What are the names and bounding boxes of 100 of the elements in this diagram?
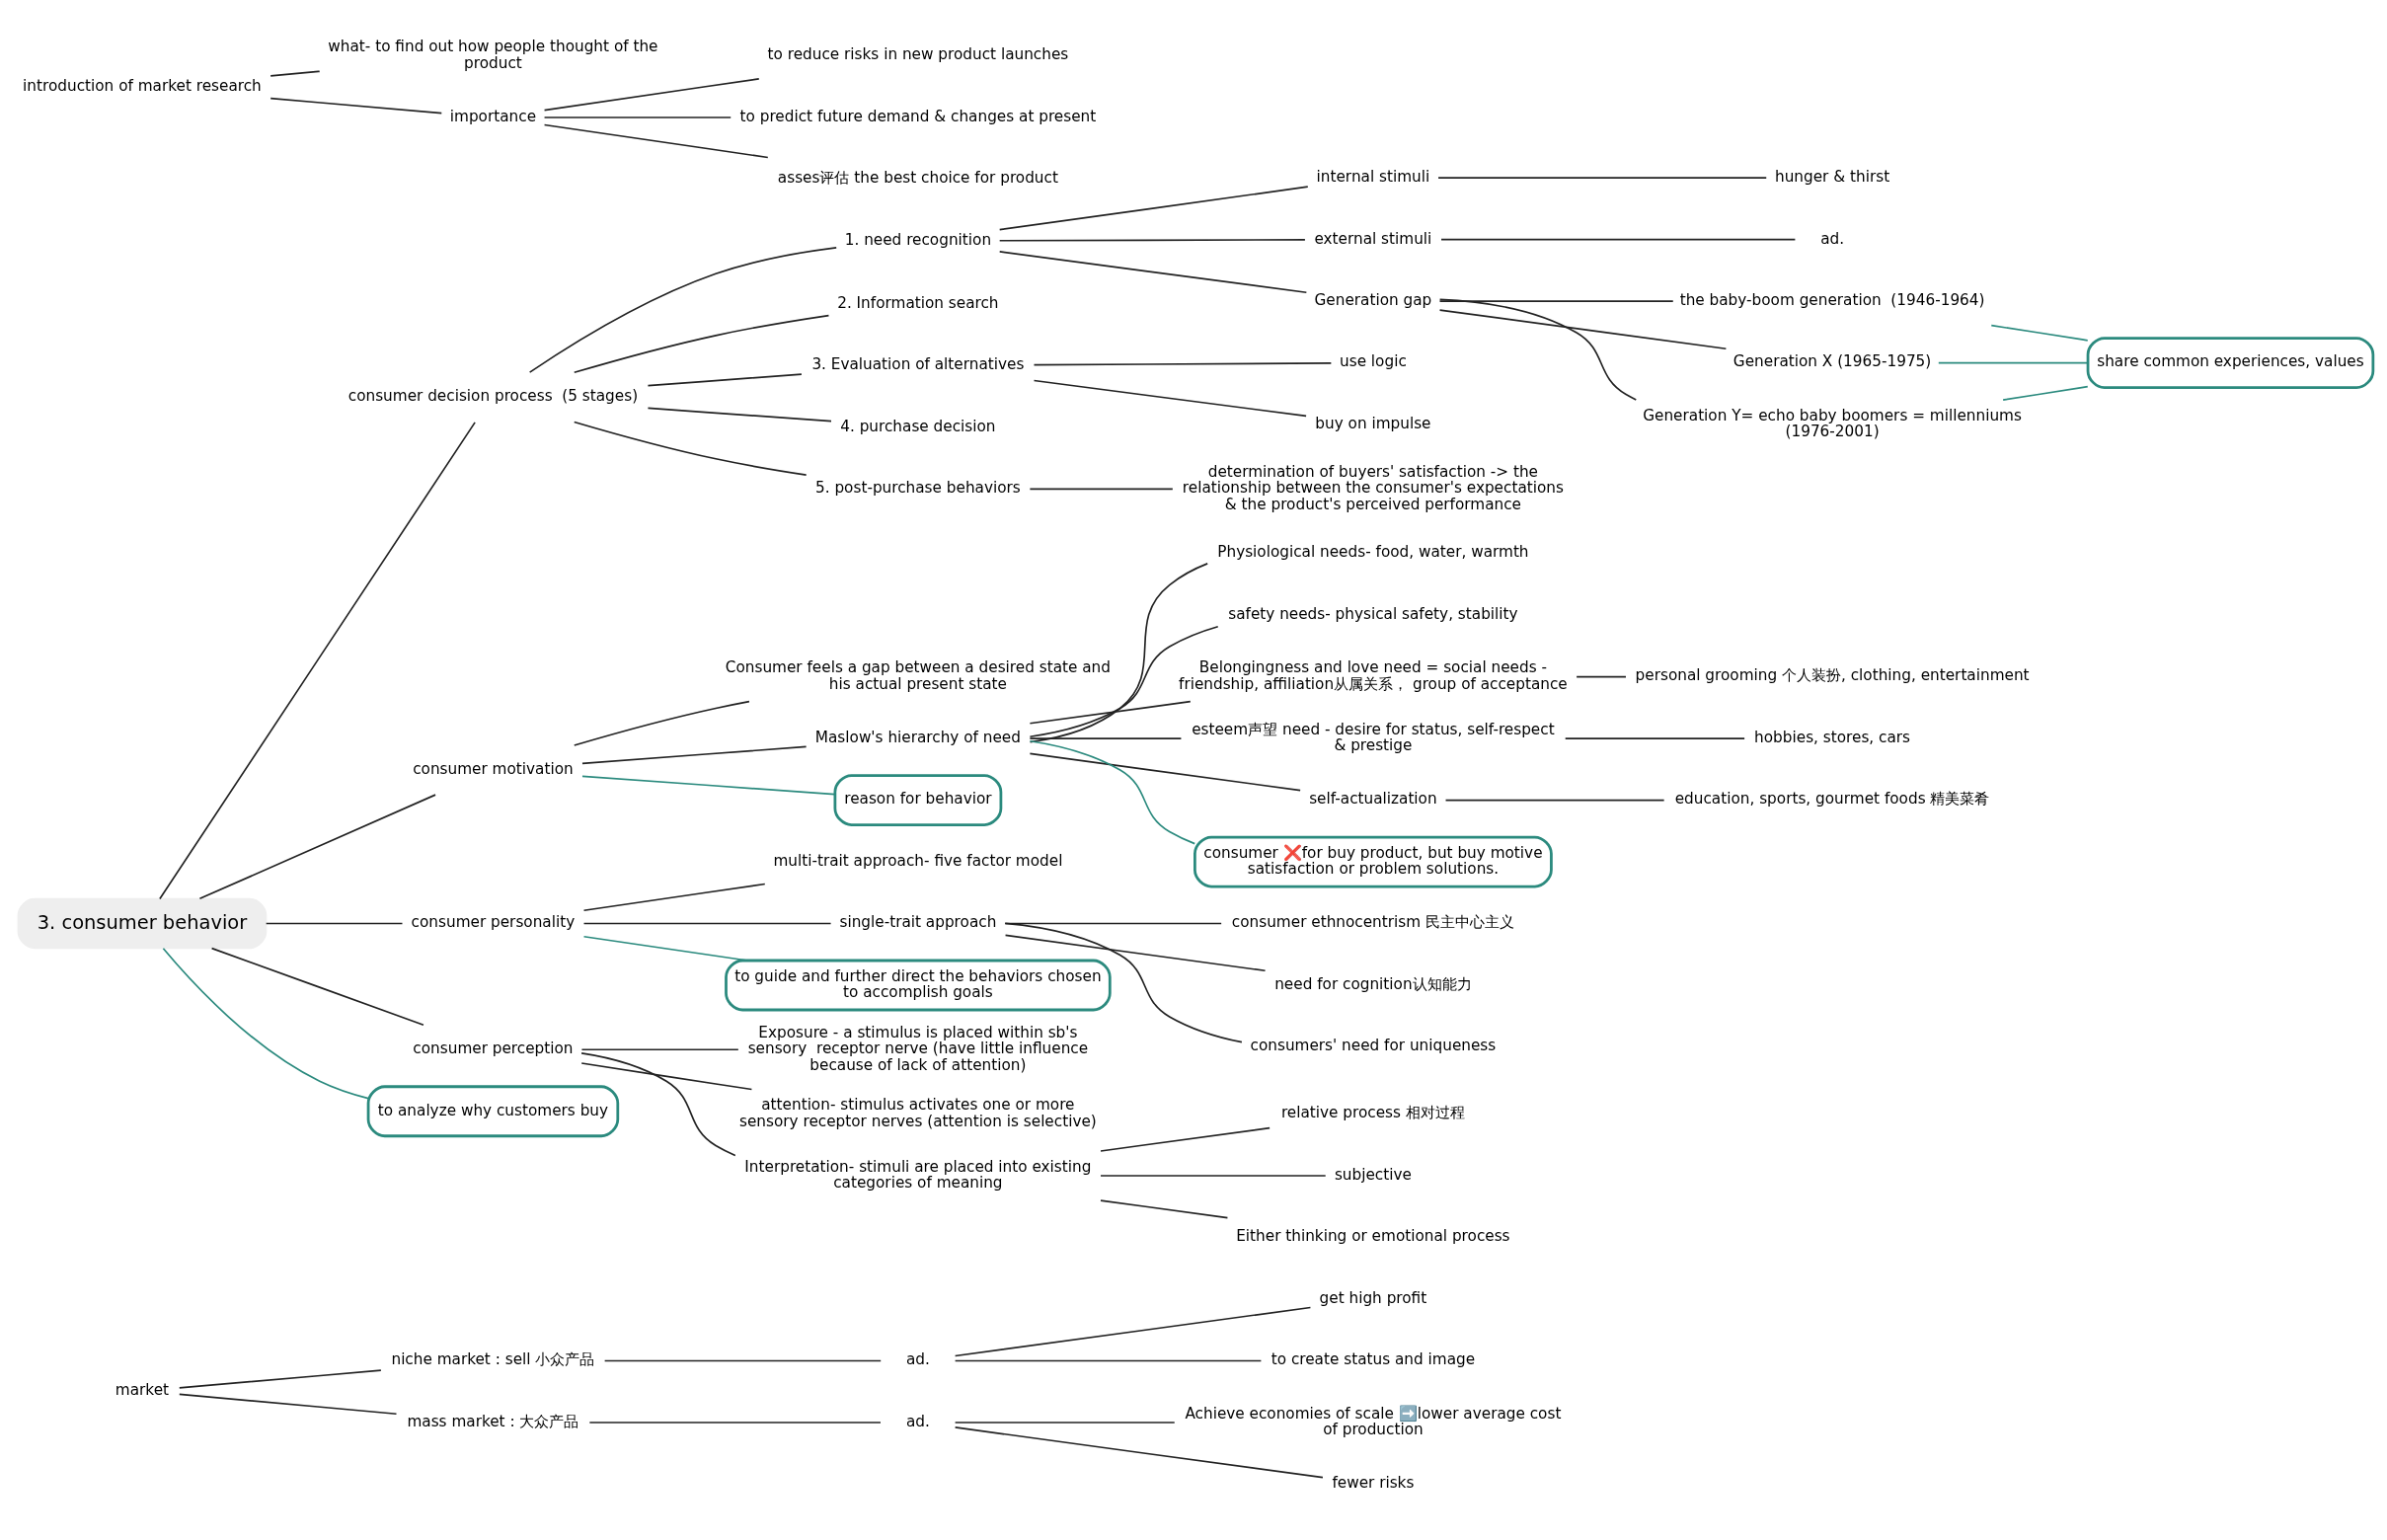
connector <box>543 78 760 112</box>
node-text: hunger & thirst <box>1775 168 1890 187</box>
connector <box>580 1048 739 1051</box>
connector <box>543 116 732 118</box>
node-text: to create status and image <box>1270 1350 1476 1369</box>
connector <box>581 745 808 765</box>
connector <box>162 947 369 1100</box>
connector <box>1437 177 1768 179</box>
connector <box>1029 700 1192 725</box>
node-text: 2. Information search <box>837 293 999 312</box>
node-text: get high profit <box>1319 1288 1427 1307</box>
connector <box>647 373 803 387</box>
connector <box>1029 625 1219 738</box>
node-text: self-actualization <box>1309 790 1437 808</box>
connector <box>543 123 769 159</box>
node-text: Generation Y= echo baby boomers = millenniums (1976-2001) <box>1643 406 2022 441</box>
connector <box>954 1422 1176 1424</box>
node-text: relative process 相对过程 <box>1280 1104 1465 1122</box>
connector <box>582 935 749 962</box>
node-text: Exposure - a stimulus is placed within sb's sensory receptor nerve (have little influence because of lack of attention) <box>747 1023 1089 1074</box>
connector <box>582 922 832 925</box>
node-text: Either thinking or emotional process <box>1236 1227 1510 1246</box>
node-text: Generation X (1965-1975) <box>1732 352 1932 371</box>
connector <box>528 246 838 373</box>
node-text: consumers' need for uniqueness <box>1250 1037 1497 1055</box>
node-text: 5. post-purchase behaviors <box>815 479 1021 498</box>
node-box: 3. consumer behavior <box>17 897 268 950</box>
node-text: consumer ethnocentrism 民主中心主义 <box>1231 913 1514 932</box>
node-text: education, sports, gourmet foods 精美菜肴 <box>1674 790 1990 808</box>
connector <box>573 421 808 476</box>
connector <box>1029 737 1183 739</box>
node-box: reason for behavior <box>833 774 1003 826</box>
node-text: subjective <box>1334 1165 1412 1184</box>
node-text: Physiological needs- food, water, warmth <box>1217 543 1529 562</box>
node-text: hobbies, stores, cars <box>1754 728 1911 746</box>
node-text: safety needs- physical safety, stability <box>1228 604 1518 623</box>
node-text: importance <box>449 107 537 125</box>
node-text: use logic <box>1340 352 1407 371</box>
node-text: market <box>115 1380 170 1399</box>
node-text: Belongingness and love need = social needs - friendship, affiliation从属关系， group of acceptance <box>1179 658 1568 693</box>
node-box: to guide and further direct the behaviors chosen to accomplish goals <box>725 959 1112 1012</box>
connector <box>1029 488 1174 491</box>
node-text: niche market : sell 小众产品 <box>391 1350 595 1369</box>
node-text: ad. <box>905 1350 930 1369</box>
node-text: external stimuli <box>1314 229 1432 248</box>
node-text: mass market : 大众产品 <box>407 1412 579 1430</box>
connector <box>954 1306 1312 1357</box>
node-text: what- to find out how people thought of the product <box>328 38 658 72</box>
connector <box>178 1369 382 1389</box>
connector <box>1033 362 1333 366</box>
connector <box>1100 1199 1229 1219</box>
node-text: the baby-boom generation (1946-1964) <box>1679 290 1985 309</box>
node-text: fewer risks <box>1332 1474 1415 1493</box>
connector <box>178 1393 398 1416</box>
connector <box>573 700 750 746</box>
node-text: to predict future demand & changes at present <box>739 107 1097 125</box>
connector <box>998 186 1309 231</box>
node-text: asses评估 the best choice for product <box>777 169 1058 188</box>
connector <box>1004 934 1267 972</box>
connector <box>588 1422 882 1424</box>
connector <box>1033 379 1307 418</box>
node-text: consumer decision process (5 stages) <box>347 387 639 406</box>
connector <box>265 922 404 925</box>
node-text: Interpretation- stimuli are placed into existing categories of meaning <box>744 1157 1092 1193</box>
connector <box>1438 300 1674 302</box>
connector <box>954 1359 1263 1362</box>
connector <box>1564 737 1745 739</box>
connector <box>1438 298 1638 401</box>
node-text: personal grooming 个人装扮, clothing, entertainment <box>1635 666 2030 685</box>
connector <box>580 1062 753 1091</box>
connector <box>954 1426 1324 1479</box>
connector <box>159 422 476 900</box>
connector <box>1576 675 1627 678</box>
connector <box>1029 739 1196 845</box>
node-text: determination of buyers' satisfaction -> the relationship between the consumer's expectations & the product's perceived performance <box>1182 462 1564 513</box>
connector <box>270 70 321 77</box>
connector <box>1004 922 1243 1043</box>
node-text: ad. <box>905 1412 930 1430</box>
node-text: 1. need recognition <box>844 230 992 249</box>
node-text: Generation gap <box>1314 290 1432 309</box>
connector <box>998 239 1306 242</box>
node-text: internal stimuli <box>1316 168 1430 187</box>
connector <box>581 775 836 796</box>
node-text: 3. Evaluation of alternatives <box>811 355 1025 374</box>
connector <box>1029 752 1301 792</box>
connector <box>210 947 424 1027</box>
connector <box>2002 385 2089 401</box>
node-text: Maslow's hierarchy of need <box>814 728 1021 746</box>
node-text: consumer perception <box>413 1040 574 1058</box>
connector <box>582 883 766 912</box>
node-text: need for cognition认知能力 <box>1274 974 1472 993</box>
node-box: to analyze why customers buy <box>366 1085 620 1138</box>
connector <box>1100 1126 1270 1152</box>
node-text: Achieve economies of scale ➡lower average cost of production <box>1185 1404 1562 1439</box>
node-text: single-trait approach <box>839 913 997 932</box>
node-box: share common experiences, values <box>2086 337 2375 389</box>
node-text: attention- stimulus activates one or more sensory receptor nerves (attention is selective) <box>739 1096 1097 1130</box>
node-text: ad. <box>1820 229 1845 248</box>
node-text: esteem声望 need - desire for status, self-respect & prestige <box>1192 720 1555 755</box>
connector <box>1100 1175 1327 1177</box>
